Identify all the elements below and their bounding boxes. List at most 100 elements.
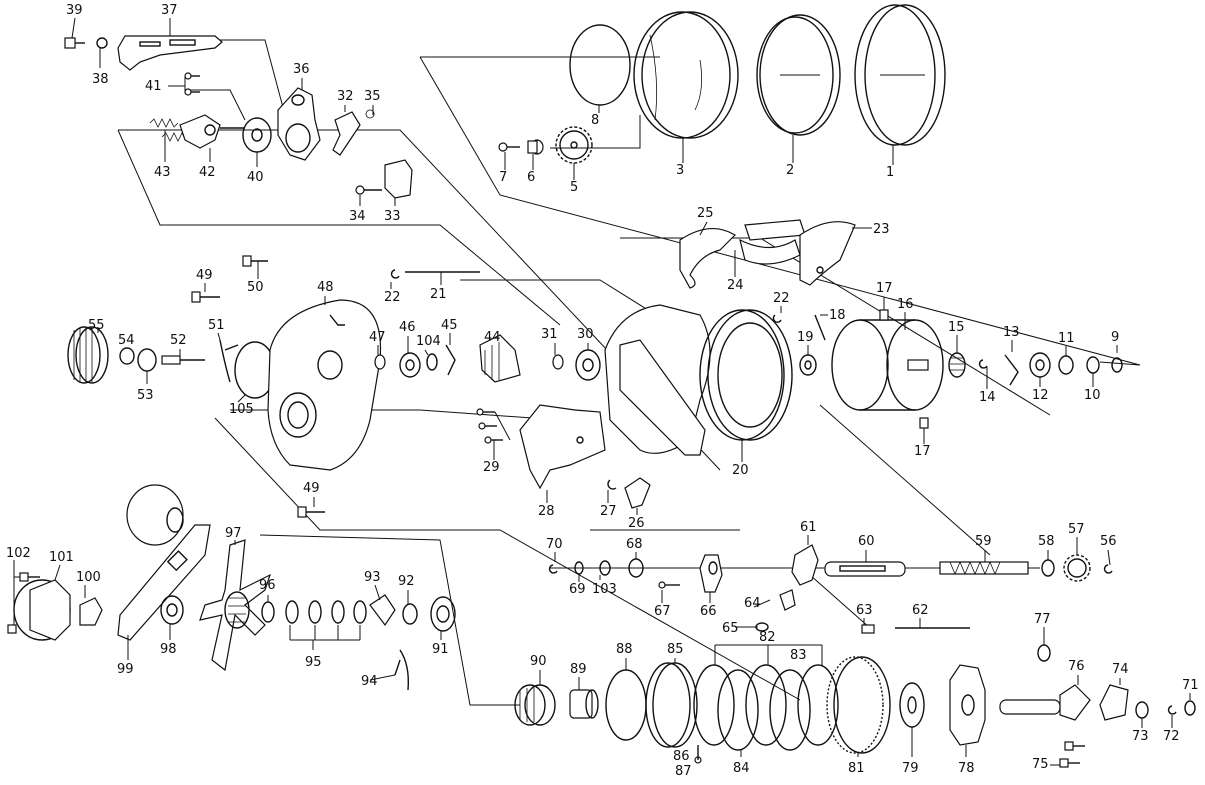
part-number-labels: 1 2 3 5 6 7 8 9 10 11 12 13 14 15 16 17 … — [6, 3, 1199, 779]
part-label-71: 71 — [1182, 678, 1199, 693]
part-label-49a: 49 — [196, 268, 213, 283]
part-label-22a: 22 — [384, 290, 401, 305]
part-label-16: 16 — [897, 297, 914, 312]
part-label-55: 55 — [88, 318, 105, 333]
part-label-14: 14 — [979, 390, 996, 405]
part-1-ring — [864, 4, 946, 146]
part-label-27: 27 — [600, 504, 617, 519]
part-label-103: 103 — [592, 582, 617, 597]
part-label-82: 82 — [759, 630, 776, 645]
part-label-45: 45 — [441, 318, 458, 333]
part-label-15: 15 — [948, 320, 965, 335]
part-label-9: 9 — [1111, 330, 1119, 345]
part-label-19: 19 — [797, 330, 814, 345]
part-label-51: 51 — [208, 318, 225, 333]
part-label-98: 98 — [160, 642, 177, 657]
part-label-88: 88 — [616, 642, 633, 657]
part-label-24: 24 — [727, 278, 744, 293]
part-label-5: 5 — [570, 180, 578, 195]
part-label-17a: 17 — [876, 281, 893, 296]
part-label-93: 93 — [364, 570, 381, 585]
part-label-48: 48 — [317, 280, 334, 295]
part-label-62: 62 — [912, 603, 929, 618]
part-label-10: 10 — [1084, 388, 1101, 403]
part-label-43: 43 — [154, 165, 171, 180]
part-label-29: 29 — [483, 460, 500, 475]
part-label-101: 101 — [49, 550, 74, 565]
levelwind-group — [548, 544, 1113, 634]
part-label-8: 8 — [591, 113, 599, 128]
part-label-70: 70 — [546, 537, 563, 552]
part-label-53: 53 — [137, 388, 154, 403]
part-label-63: 63 — [856, 603, 873, 618]
part-label-49b: 49 — [303, 481, 320, 496]
part-label-85: 85 — [667, 642, 684, 657]
part-label-89: 89 — [570, 662, 587, 677]
part-label-84: 84 — [733, 761, 750, 776]
part-label-6: 6 — [527, 170, 535, 185]
levelwind-cover-group — [679, 219, 856, 289]
handle-side-frame-group — [67, 255, 521, 518]
part-label-91: 91 — [432, 642, 449, 657]
part-label-41: 41 — [145, 79, 162, 94]
part-5-gear — [559, 130, 589, 160]
part-label-96: 96 — [259, 578, 276, 593]
part-label-46: 46 — [399, 320, 416, 335]
part-label-66: 66 — [700, 604, 717, 619]
part-label-34: 34 — [349, 209, 366, 224]
part-label-17b: 17 — [914, 444, 931, 459]
part-label-31: 31 — [541, 327, 558, 342]
part-label-72: 72 — [1163, 729, 1180, 744]
part-label-61: 61 — [800, 520, 817, 535]
handle-group — [7, 484, 456, 691]
part-label-50: 50 — [247, 280, 264, 295]
part-label-25: 25 — [697, 206, 714, 221]
part-label-22b: 22 — [773, 291, 790, 306]
part-label-52: 52 — [170, 333, 187, 348]
part-label-105: 105 — [229, 402, 254, 417]
part-label-64: 64 — [744, 596, 761, 611]
part-label-54: 54 — [118, 333, 135, 348]
part-label-97: 97 — [225, 526, 242, 541]
part-label-36: 36 — [293, 62, 310, 77]
part-label-73: 73 — [1132, 729, 1149, 744]
part-label-104: 104 — [416, 334, 441, 349]
part-label-57: 57 — [1068, 522, 1085, 537]
part-label-39: 39 — [66, 3, 83, 18]
side-cover-group — [498, 4, 946, 164]
part-label-81: 81 — [848, 761, 865, 776]
part-label-12: 12 — [1032, 388, 1049, 403]
part-label-26: 26 — [628, 516, 645, 531]
part-label-35: 35 — [364, 89, 381, 104]
part-label-86: 86 — [673, 749, 690, 764]
part-label-78: 78 — [958, 761, 975, 776]
part-label-90: 90 — [530, 654, 547, 669]
part-label-60: 60 — [858, 534, 875, 549]
part-label-30: 30 — [577, 327, 594, 342]
part-label-68: 68 — [626, 537, 643, 552]
part-label-76: 76 — [1068, 659, 1085, 674]
part-label-74: 74 — [1112, 662, 1129, 677]
part-label-67: 67 — [654, 604, 671, 619]
part-2-ring — [759, 14, 841, 136]
part-label-94: 94 — [361, 674, 378, 689]
part-label-42: 42 — [199, 165, 216, 180]
part-label-37: 37 — [161, 3, 178, 18]
drive-gear-group — [514, 644, 1196, 768]
part-label-56: 56 — [1100, 534, 1117, 549]
part-label-47: 47 — [369, 330, 386, 345]
part-label-65: 65 — [722, 621, 739, 636]
part-label-83: 83 — [790, 648, 807, 663]
part-label-32: 32 — [337, 89, 354, 104]
part-label-23: 23 — [873, 222, 890, 237]
part-label-75: 75 — [1032, 757, 1049, 772]
part-8-oring — [569, 24, 631, 106]
part-label-87: 87 — [675, 764, 692, 779]
part-label-95: 95 — [305, 655, 322, 670]
part-label-77: 77 — [1034, 612, 1051, 627]
part-label-69: 69 — [569, 582, 586, 597]
part-label-11: 11 — [1058, 331, 1075, 346]
part-label-3: 3 — [676, 163, 684, 178]
